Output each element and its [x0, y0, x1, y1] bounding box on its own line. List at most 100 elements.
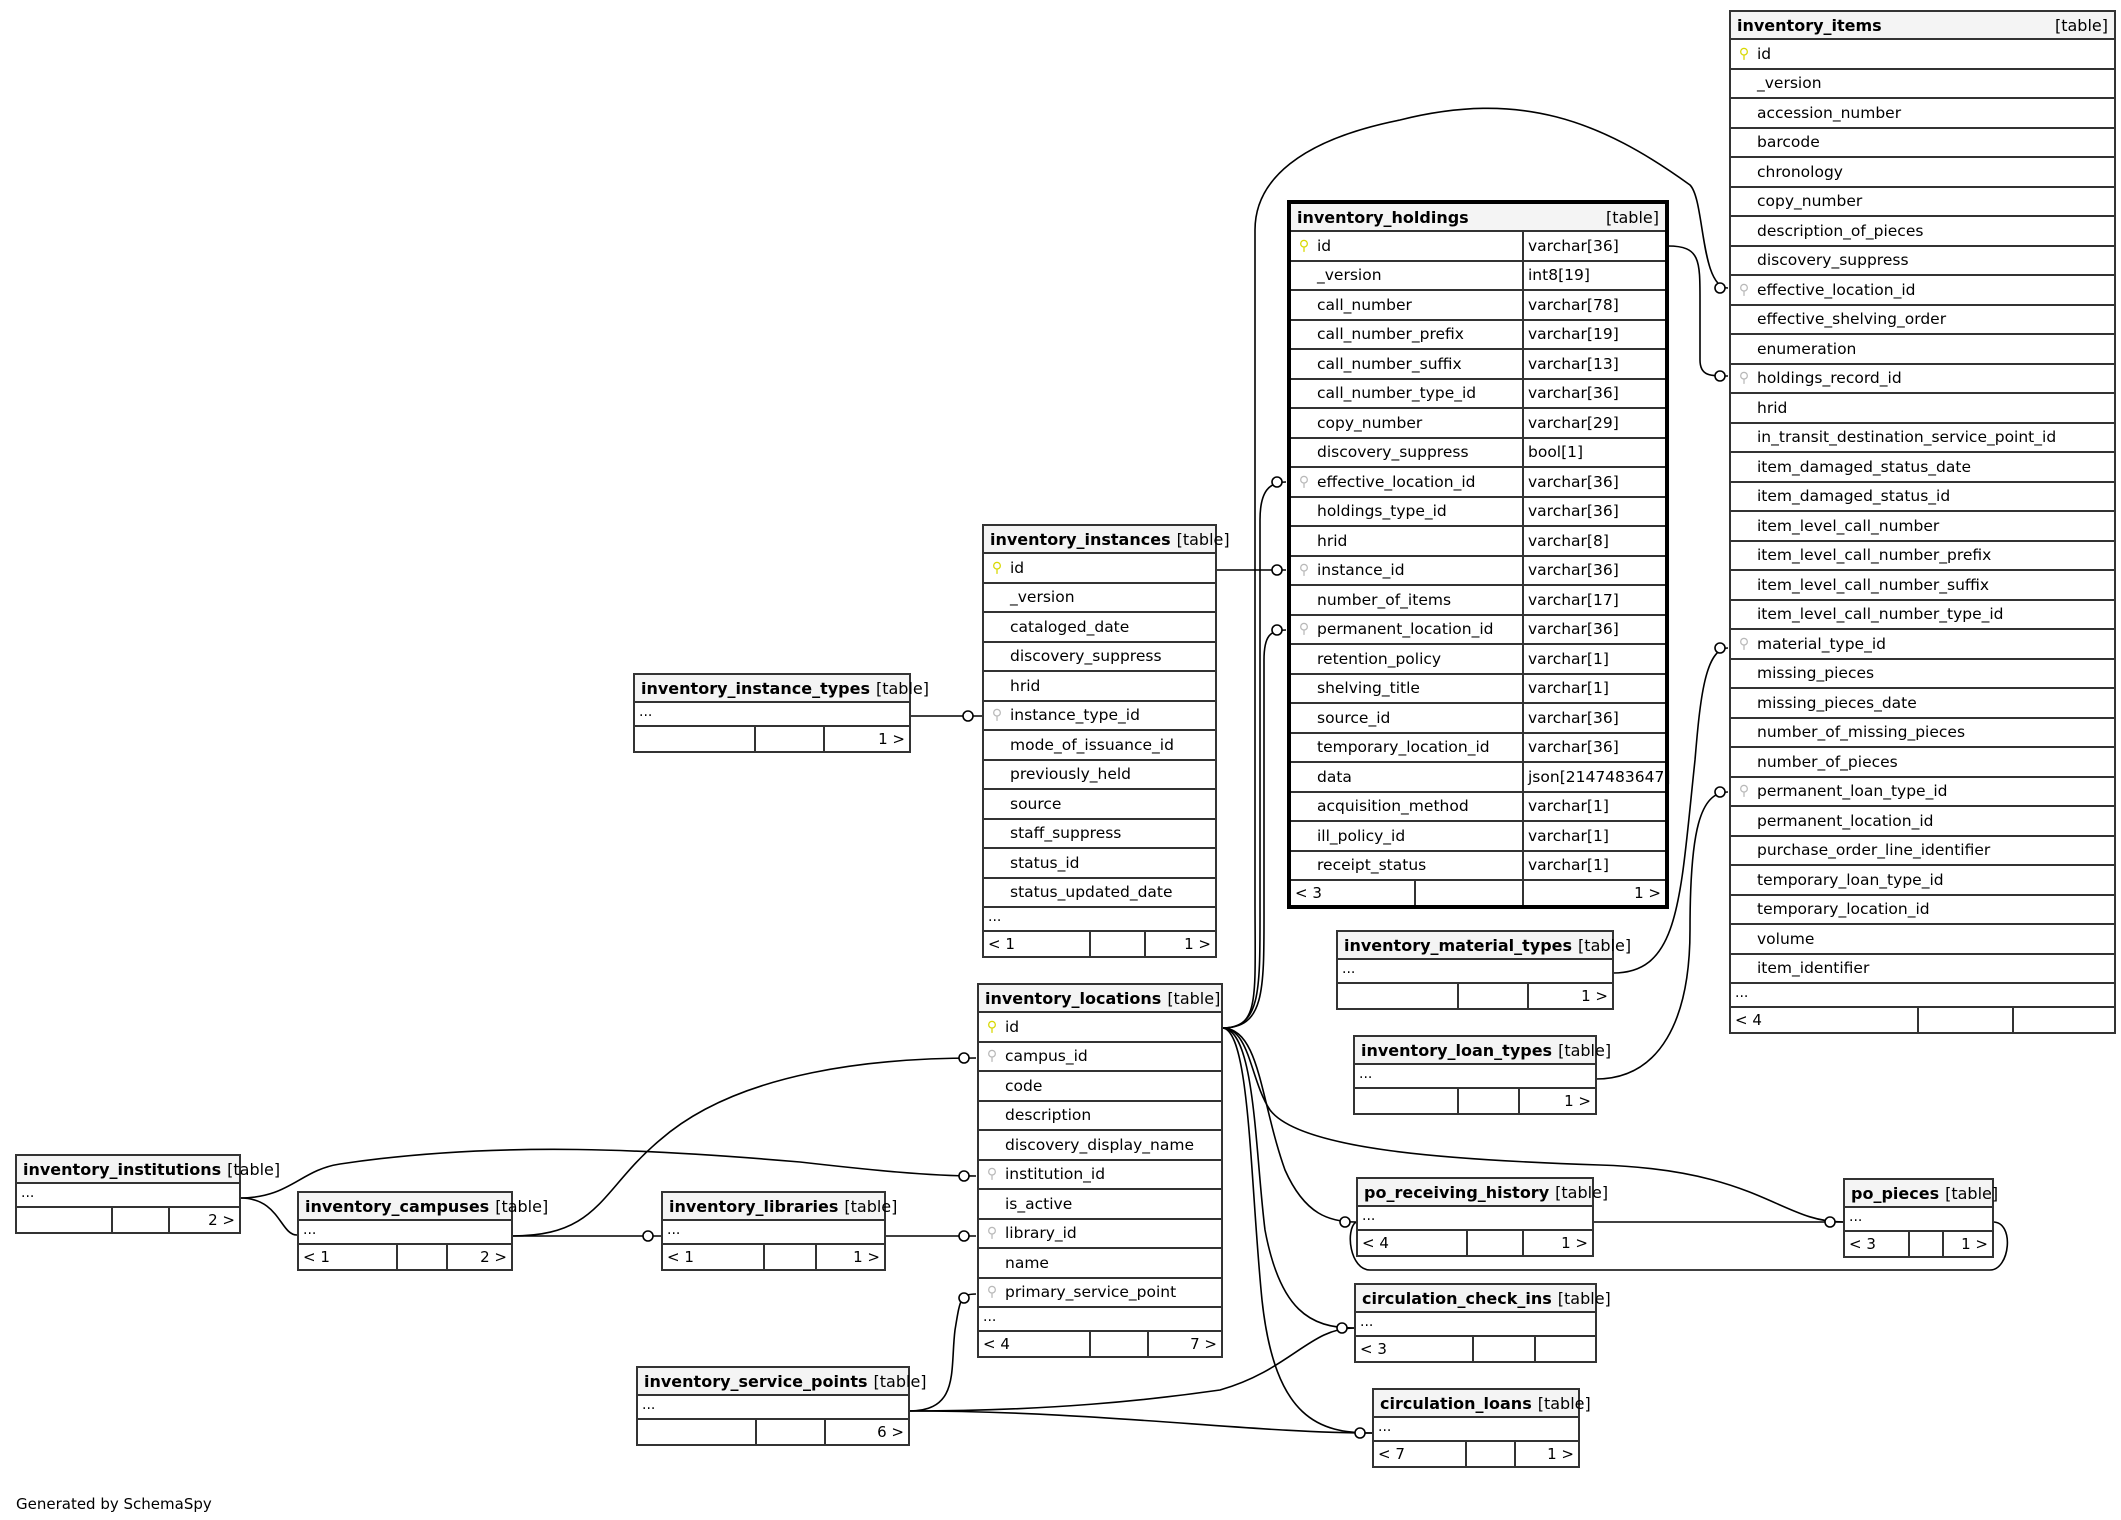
column-row[interactable]: number_of_pieces — [1731, 748, 2114, 778]
column-row[interactable]: item_damaged_status_id — [1731, 483, 2114, 512]
column-row[interactable]: ⚲primary_service_point — [979, 1279, 1221, 1308]
column-row[interactable]: discovery_suppress — [1731, 247, 2114, 276]
column-row[interactable]: ⚲institution_id — [979, 1161, 1221, 1190]
table-header[interactable]: inventory_loan_types[table] — [1355, 1037, 1611, 1065]
column-row[interactable]: ⚲campus_id — [979, 1043, 1221, 1072]
column-row[interactable]: _version — [984, 584, 1215, 613]
parents-count[interactable]: < 1 — [663, 1245, 765, 1269]
column-row[interactable]: status_updated_date — [984, 879, 1215, 908]
children-count[interactable]: 1 > — [853, 1248, 880, 1266]
children-count[interactable]: 1 > — [1561, 1234, 1588, 1252]
column-row[interactable]: volume — [1731, 925, 2114, 955]
column-row[interactable]: hrid — [1731, 394, 2114, 424]
table-inventory-service-points[interactable]: inventory_service_points[table] ... 6 > — [636, 1366, 927, 1446]
column-row[interactable]: accession_number — [1731, 99, 2114, 129]
column-row[interactable]: ⚲id — [984, 554, 1215, 584]
table-header[interactable]: inventory_institutions[table] — [17, 1156, 280, 1184]
table-inventory-institutions[interactable]: inventory_institutions[table] ... 2 > — [15, 1154, 280, 1234]
parents-count[interactable]: < 3 — [1291, 881, 1416, 905]
column-row[interactable]: ⚲id — [1731, 40, 2114, 70]
children-count[interactable]: 2 > — [208, 1211, 235, 1229]
parents-count[interactable]: < 4 — [979, 1332, 1091, 1356]
children-count[interactable]: 1 > — [1581, 987, 1608, 1005]
table-inventory-locations[interactable]: inventory_locations[table] ⚲id⚲campus_id… — [977, 983, 1223, 1358]
parents-count[interactable] — [17, 1208, 113, 1232]
column-row[interactable]: purchase_order_line_identifier — [1731, 837, 2114, 866]
table-header[interactable]: po_receiving_history[table] — [1358, 1179, 1608, 1207]
column-row[interactable]: description_of_pieces — [1731, 217, 2114, 247]
column-row[interactable]: status_id — [984, 849, 1215, 879]
parents-count[interactable]: < 1 — [299, 1245, 398, 1269]
column-row[interactable]: chronology — [1731, 158, 2114, 188]
column-row[interactable]: missing_pieces — [1731, 660, 2114, 689]
column-row[interactable]: ⚲id — [979, 1013, 1221, 1043]
table-header[interactable]: inventory_holdings[table] — [1291, 204, 1665, 232]
column-row[interactable]: enumeration — [1731, 335, 2114, 365]
column-row[interactable]: staff_suppress — [984, 820, 1215, 849]
parents-count[interactable]: < 7 — [1374, 1442, 1467, 1466]
table-header[interactable]: inventory_material_types[table] — [1338, 932, 1631, 960]
children-count[interactable]: 7 > — [1190, 1335, 1217, 1353]
parents-count[interactable]: < 1 — [984, 932, 1091, 956]
column-row[interactable]: _version — [1731, 70, 2114, 99]
column-row[interactable]: item_damaged_status_date — [1731, 453, 2114, 483]
table-header[interactable]: inventory_campuses[table] — [299, 1193, 548, 1221]
column-row[interactable]: is_active — [979, 1190, 1221, 1220]
parents-count[interactable] — [1355, 1089, 1459, 1113]
column-row[interactable]: ⚲instance_type_id — [984, 702, 1215, 731]
column-row[interactable]: temporary_loan_type_id — [1731, 866, 2114, 896]
column-row[interactable]: ⚲holdings_record_id — [1731, 365, 2114, 394]
column-row[interactable]: source — [984, 790, 1215, 820]
table-inventory-loan-types[interactable]: inventory_loan_types[table] ... 1 > — [1353, 1035, 1611, 1115]
column-row[interactable]: item_level_call_number_suffix — [1731, 571, 2114, 601]
column-row[interactable]: item_level_call_number_type_id — [1731, 601, 2114, 630]
column-row[interactable]: previously_held — [984, 761, 1215, 790]
column-row[interactable]: mode_of_issuance_id — [984, 731, 1215, 761]
column-row[interactable]: item_level_call_number — [1731, 512, 2114, 542]
table-inventory-instance-types[interactable]: inventory_instance_types[table] ... 1 > — [633, 673, 929, 753]
children-count[interactable]: 1 > — [878, 730, 905, 748]
table-header[interactable]: po_pieces[table] — [1845, 1180, 1998, 1208]
column-row[interactable]: ⚲library_id — [979, 1220, 1221, 1249]
children-count[interactable] — [2014, 1008, 2114, 1032]
parents-count[interactable] — [638, 1420, 757, 1444]
column-row[interactable]: temporary_location_id — [1731, 896, 2114, 925]
table-header[interactable]: inventory_instances[table] — [984, 526, 1230, 554]
children-count[interactable] — [1536, 1337, 1595, 1361]
column-row[interactable]: item_identifier — [1731, 955, 2114, 984]
table-header[interactable]: inventory_service_points[table] — [638, 1368, 927, 1396]
column-row[interactable]: in_transit_destination_service_point_id — [1731, 424, 2114, 453]
column-row[interactable]: number_of_missing_pieces — [1731, 719, 2114, 748]
parents-count[interactable]: < 3 — [1356, 1337, 1474, 1361]
table-circulation-check-ins[interactable]: circulation_check_ins[table] ... < 3 — [1354, 1283, 1611, 1363]
column-row[interactable]: discovery_display_name — [979, 1131, 1221, 1161]
column-row[interactable]: missing_pieces_date — [1731, 689, 2114, 719]
children-count[interactable]: 2 > — [480, 1248, 507, 1266]
column-row[interactable]: permanent_location_id — [1731, 807, 2114, 837]
column-row[interactable]: ⚲permanent_loan_type_id — [1731, 778, 2114, 807]
table-header[interactable]: inventory_instance_types[table] — [635, 675, 929, 703]
table-header[interactable]: inventory_libraries[table] — [663, 1193, 897, 1221]
column-row[interactable]: ⚲effective_location_id — [1731, 276, 2114, 306]
column-row[interactable]: barcode — [1731, 129, 2114, 158]
children-count[interactable]: 1 > — [1564, 1092, 1591, 1110]
children-count[interactable]: 1 > — [1547, 1445, 1574, 1463]
